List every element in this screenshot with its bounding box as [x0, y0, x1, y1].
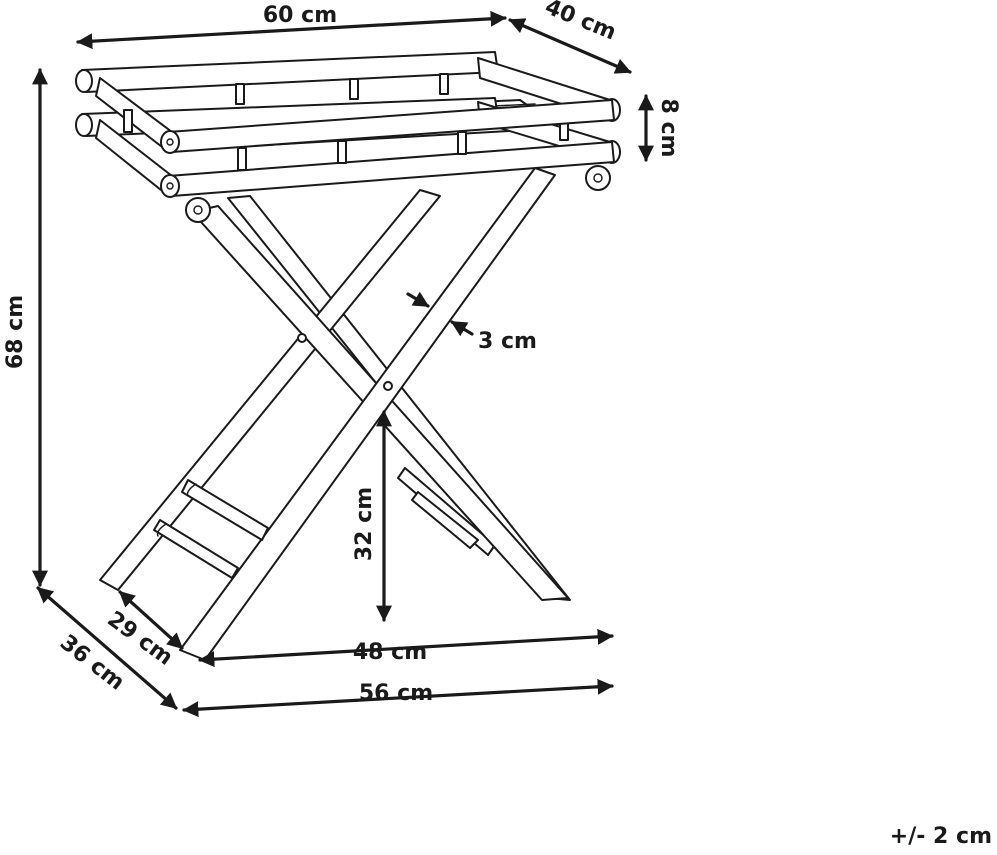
dim-line-top-depth	[508, 18, 632, 74]
label-leg-thickness: 3 cm	[478, 329, 537, 354]
dim-arrow-leg-in	[406, 291, 430, 308]
dim-line-inner-width	[198, 628, 614, 668]
label-total-height: 68 cm	[3, 295, 28, 369]
dim-arrow-leg-out	[450, 320, 474, 337]
pivot-left	[297, 333, 307, 343]
dim-line-base-depth	[36, 586, 178, 710]
label-inner-width: 48 cm	[353, 640, 427, 665]
label-shelf-depth: 29 cm	[102, 607, 177, 671]
dim-line-base-width	[182, 678, 614, 718]
front-stretcher-upper	[181, 479, 269, 541]
leg-end-cap-right	[585, 165, 611, 191]
dim-line-top-width	[76, 10, 507, 50]
pivot-right	[383, 381, 393, 391]
label-base-depth: 36 cm	[55, 630, 129, 695]
label-rail-height: 8 cm	[656, 99, 681, 158]
label-base-width: 56 cm	[359, 681, 433, 706]
tolerance-note: +/- 2 cm	[890, 824, 992, 849]
tray-table-illustration	[75, 51, 621, 661]
tray-left-rails	[95, 77, 173, 195]
dimension-lines	[32, 10, 654, 718]
label-top-width: 60 cm	[263, 3, 337, 28]
front-stretcher-lower	[153, 519, 239, 579]
tray-front-rails	[160, 99, 615, 198]
leg-end-cap-left	[185, 197, 211, 223]
front-legs	[153, 165, 611, 661]
label-shelf-height: 32 cm	[352, 487, 377, 561]
